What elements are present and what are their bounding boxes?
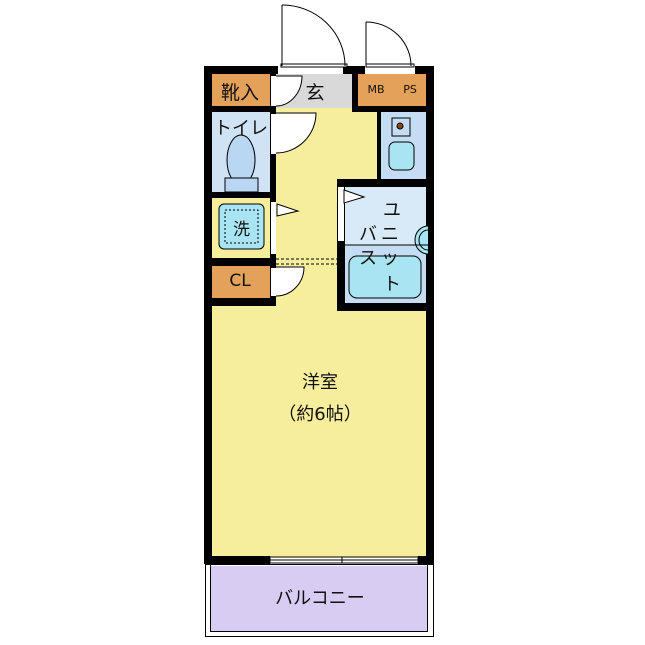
mb-ps-closet[interactable] bbox=[358, 74, 428, 108]
bath-door-flag bbox=[343, 189, 366, 204]
bath-door-opening[interactable] bbox=[338, 187, 344, 241]
wall-kitchen-left bbox=[377, 108, 381, 182]
shoe-storage[interactable] bbox=[210, 74, 272, 108]
western-room-label: 洋室 bbox=[302, 372, 338, 393]
wall-bath-top bbox=[337, 179, 434, 187]
bath-label-1: ユ bbox=[383, 200, 401, 221]
western-room-size: （約6帖） bbox=[278, 404, 362, 425]
wall-outer-right bbox=[426, 66, 434, 564]
balcony-inner-frame bbox=[210, 564, 428, 632]
bath-label-2: バニ bbox=[359, 224, 403, 245]
shoe-storage-label: 靴入 bbox=[220, 82, 259, 104]
toilet-label: トイレ bbox=[214, 118, 268, 139]
washer-label: 洗 bbox=[233, 220, 250, 240]
toilet-door-arc bbox=[275, 112, 317, 154]
wall-washer-closet bbox=[204, 258, 276, 266]
wall-outer-left bbox=[204, 66, 212, 564]
mb-label: MB bbox=[367, 83, 385, 96]
wall-top-right bbox=[415, 66, 434, 74]
wall-bath-left bbox=[337, 179, 345, 311]
wall-top-left bbox=[204, 66, 278, 74]
closet-label: CL bbox=[229, 271, 251, 291]
kitchen-icon bbox=[388, 117, 415, 171]
bath-label-4: ト bbox=[383, 274, 401, 295]
wall-bath-bottom bbox=[337, 303, 434, 311]
wall-toilet-washer bbox=[204, 192, 276, 198]
entrance-label: 玄 bbox=[305, 82, 325, 104]
balcony-window-icon[interactable] bbox=[269, 556, 419, 564]
toilet-door-opening[interactable] bbox=[271, 114, 276, 154]
bath-label-3: スッ bbox=[359, 248, 403, 269]
entrance-door-icon[interactable] bbox=[280, 4, 348, 68]
closet-door-opening[interactable] bbox=[271, 268, 276, 296]
ps-label: PS bbox=[403, 83, 417, 96]
washer-icon bbox=[218, 203, 265, 250]
shoe-door-opening[interactable] bbox=[271, 76, 276, 106]
washer-door-opening[interactable] bbox=[271, 202, 276, 254]
wall-mb-bottom bbox=[352, 106, 434, 112]
balcony-label: バルコニー bbox=[275, 588, 365, 609]
closet[interactable] bbox=[210, 266, 272, 298]
toilet-icon bbox=[224, 134, 259, 193]
balcony[interactable] bbox=[210, 566, 428, 632]
wall-closet-bottom bbox=[204, 298, 276, 306]
wall-shoe-toilet bbox=[204, 106, 276, 112]
wall-mb-side bbox=[352, 66, 358, 112]
wall-bottom bbox=[204, 556, 270, 564]
shoe-door-arc bbox=[275, 75, 303, 107]
wall-bottom-right bbox=[418, 556, 434, 564]
bathtub-icon bbox=[345, 225, 429, 299]
mb-door-icon[interactable] bbox=[365, 21, 415, 68]
closet-door-arc bbox=[275, 266, 305, 297]
washer-door-flag bbox=[276, 203, 300, 217]
balcony-frame bbox=[205, 564, 434, 637]
